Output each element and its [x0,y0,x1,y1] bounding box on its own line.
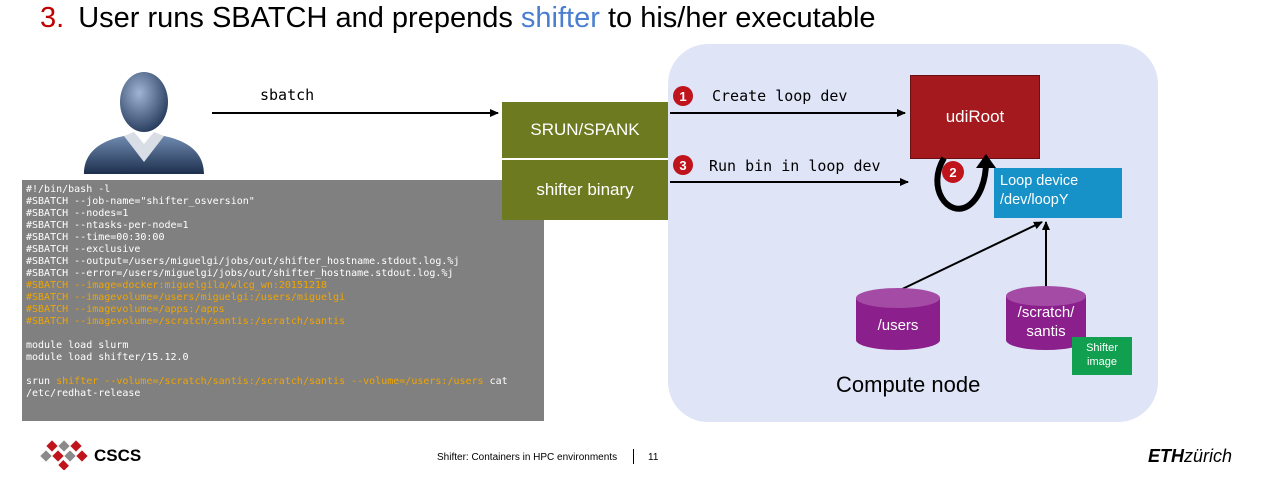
step1-label: Create loop dev [712,87,848,105]
eth-logo-bold: ETH [1148,446,1184,466]
shifter-binary-box: shifter binary [502,160,668,220]
cscs-logo-icon [40,440,88,470]
scratch-label-line2: santis [1026,323,1066,340]
script-line-image: #SBATCH --image=docker:miguelgila/wlcg_w… [26,280,328,291]
script-line-imagevolume: #SBATCH --imagevolume=/scratch/santis:/s… [26,316,346,327]
sbatch-script: #!/bin/bash -l#SBATCH --job-name="shifte… [22,180,544,421]
srun-prefix: srun [26,376,57,387]
script-line-imagevolume: #SBATCH --imagevolume=/apps:/apps [26,304,225,315]
script-line-srun-cont: /etc/redhat-release [26,388,141,399]
script-line: #SBATCH --error=/users/miguelgi/jobs/out… [26,268,454,279]
script-line: #SBATCH --ntasks-per-node=1 [26,220,189,231]
shifter-image-tag: Shifter image [1072,337,1132,375]
user-avatar-icon [84,72,204,174]
script-line: #SBATCH --time=00:30:00 [26,232,165,243]
shifter-image-line2: image [1087,356,1117,368]
step2-badge: 2 [942,161,964,183]
title-text-before: User runs SBATCH and prepends [78,2,521,34]
eth-logo-rest: zürich [1184,446,1233,466]
script-line: #!/bin/bash -l [26,184,111,195]
script-line-srun: srun shifter --volume=/scratch/santis:/s… [26,376,540,388]
compute-node-label: Compute node [836,372,981,397]
cscs-logo-text: CSCS [94,446,142,465]
footer-title: Shifter: Containers in HPC environments [437,452,618,463]
srun-shifter-command: shifter --volume=/scratch/santis:/scratc… [56,376,484,387]
script-line-imagevolume: #SBATCH --imagevolume=/users/miguelgi:/u… [26,292,346,303]
script-line: module load shifter/15.12.0 [26,352,189,363]
udiroot-box: udiRoot [910,75,1040,159]
users-cylinder [856,288,940,350]
loop-device-path: /dev/loopY [1000,192,1069,208]
script-line: #SBATCH --exclusive [26,244,141,255]
title-text-after: to his/her executable [599,2,876,34]
scratch-volume-label: /scratch/ santis [1006,303,1086,341]
page-number: 11 [648,452,659,463]
script-line: #SBATCH --output=/users/miguelgi/jobs/ou… [26,256,460,267]
script-line: #SBATCH --nodes=1 [26,208,129,219]
scratch-cylinder [1006,286,1086,350]
srun-spank-box: SRUN/SPANK [502,102,668,158]
footer-separator [633,449,634,464]
step3-label: Run bin in loop dev [709,157,881,175]
script-line: module load slurm [26,340,129,351]
title-highlight: shifter [520,2,600,34]
scratch-label-line1: /scratch/ [1017,304,1075,321]
shifter-image-line1: Shifter [1086,342,1118,354]
page-title: 3.User runs SBATCH and prepends shifter … [40,2,876,35]
sbatch-label: sbatch [260,86,315,104]
eth-logo: ETHzürich [1148,446,1232,467]
arrow-users-to-loop [895,221,1043,293]
srun-suffix: cat [483,376,508,387]
step3-badge: 3 [673,155,693,175]
step-number: 3. [40,2,65,34]
loop-device-box: Loop device /dev/loopY [994,168,1122,218]
arrow-cycle-udiroot-loop [934,156,989,212]
script-line: #SBATCH --job-name="shifter_osversion" [26,196,255,207]
users-volume-label: /users [877,317,919,334]
step1-badge: 1 [673,86,693,106]
loop-device-label: Loop device [1000,173,1079,189]
